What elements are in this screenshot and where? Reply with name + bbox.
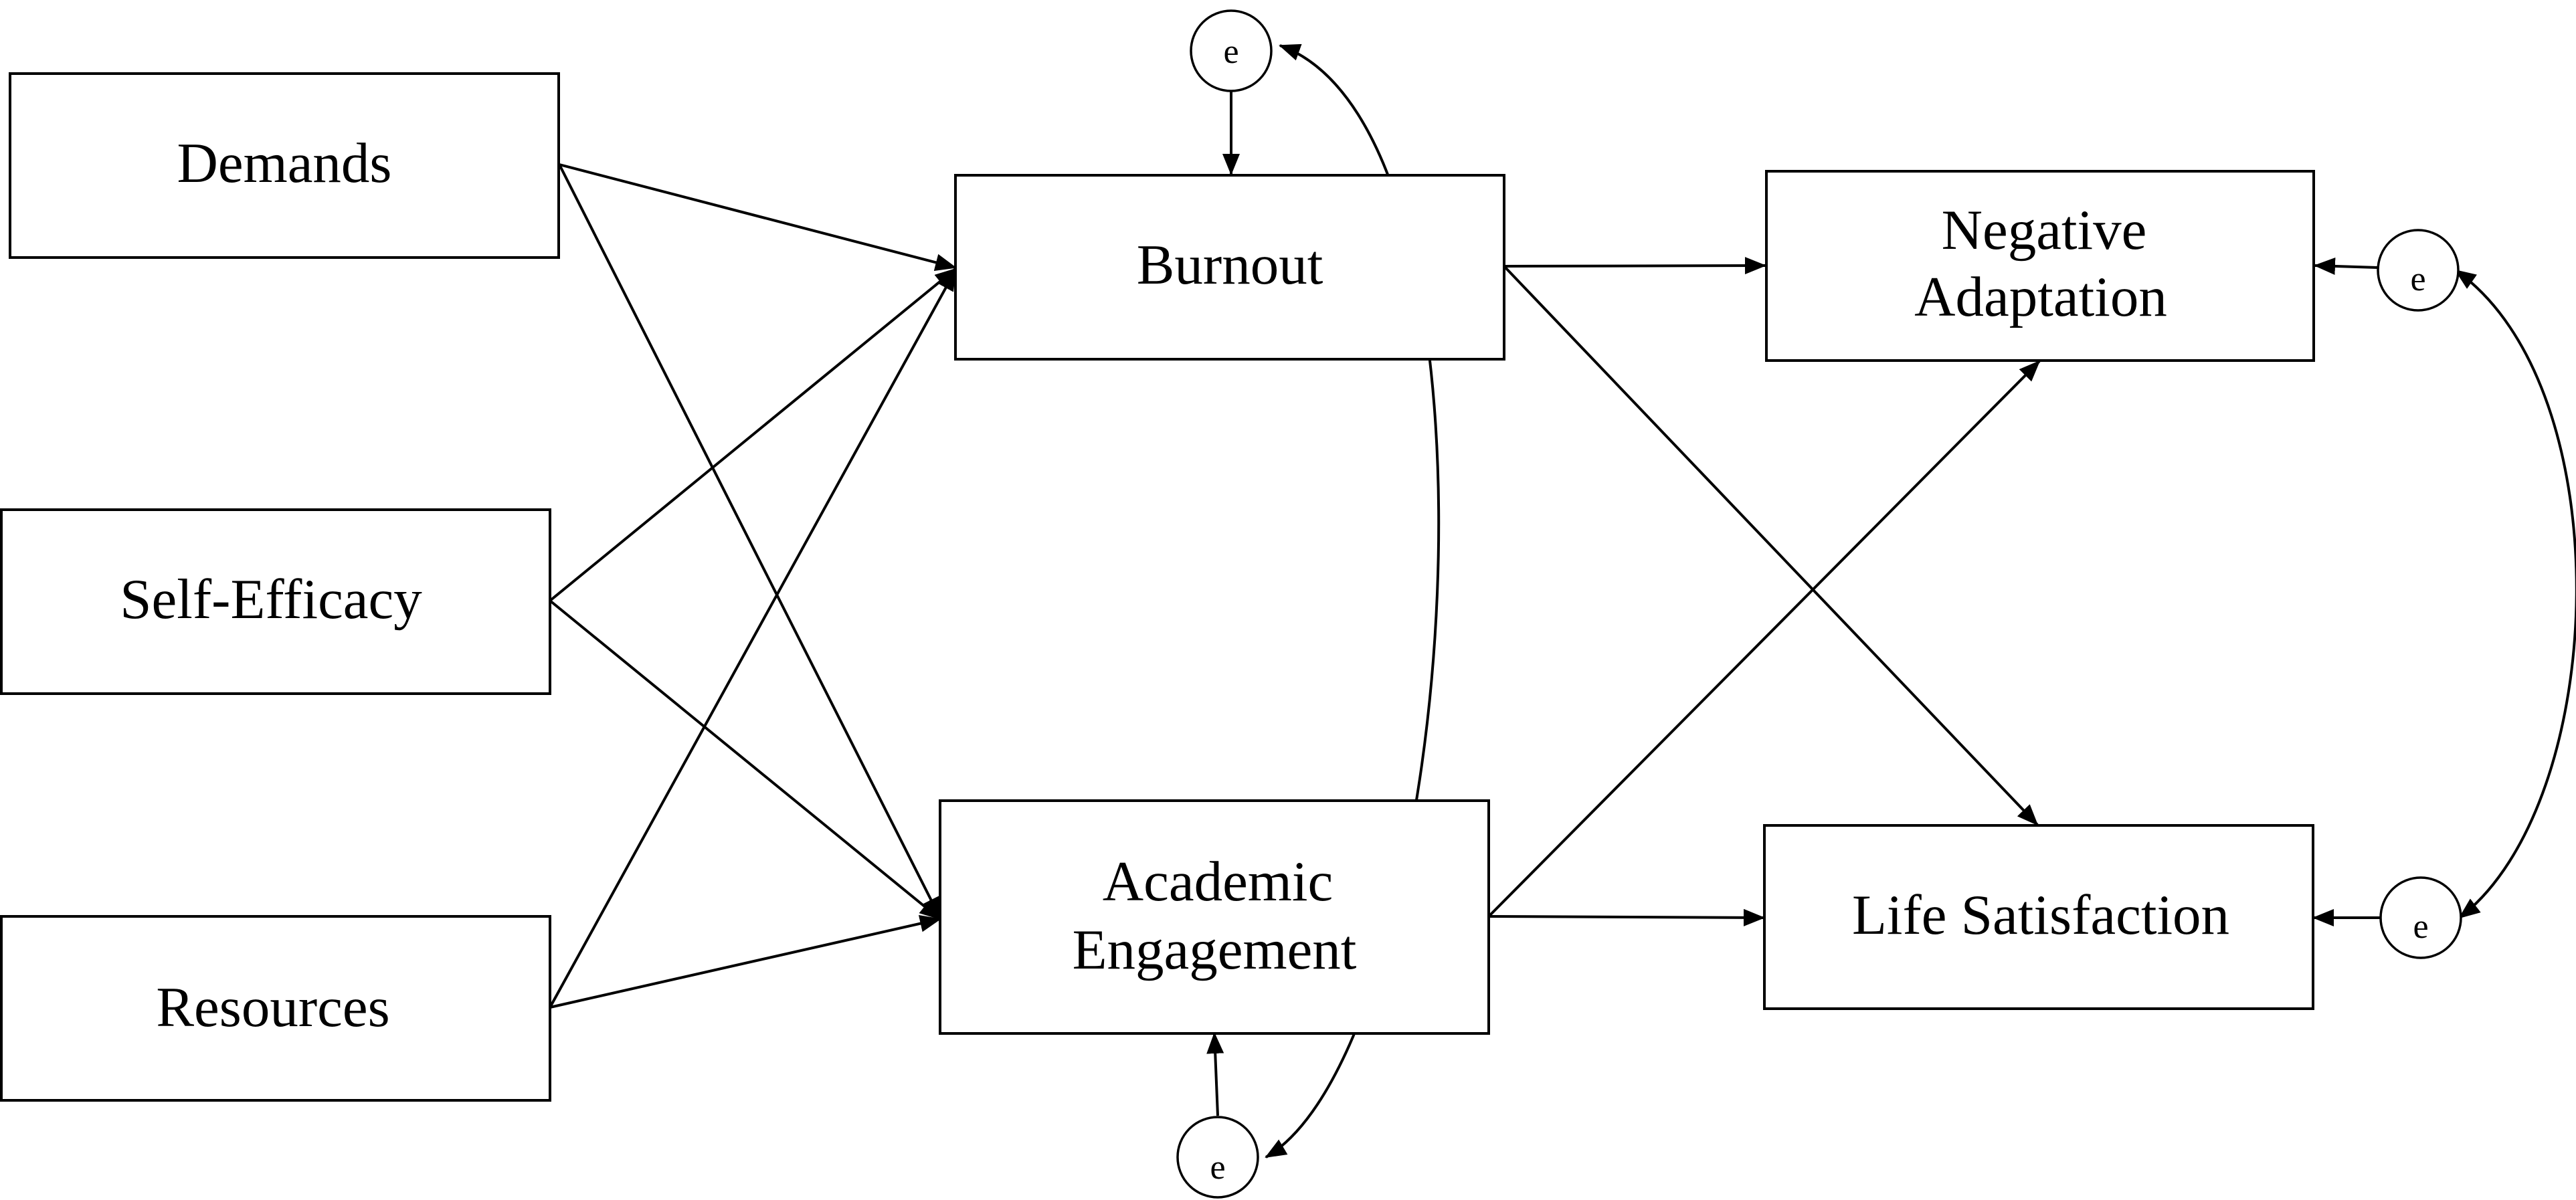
path-selfefficacy-burnout — [549, 268, 957, 602]
error-term-negative-adaptation: e — [2377, 229, 2460, 312]
node-burnout-label: Burnout — [1137, 233, 1323, 296]
node-resources-label: Resources — [156, 976, 389, 1039]
node-negative-adaptation: Negative Adaptation — [1765, 170, 2315, 362]
error-term-burnout-label: e — [1223, 33, 1238, 71]
path-error-negadapt — [2314, 257, 2378, 275]
error-term-life-satisfaction-label: e — [2413, 908, 2428, 946]
path-demands-engagement — [558, 164, 941, 919]
path-error-engagement — [1206, 1032, 1224, 1116]
node-self-efficacy: Self-Efficacy — [0, 508, 551, 695]
covariance-negadapt-lifesat — [2454, 269, 2576, 919]
error-term-engagement-label: e — [1210, 1148, 1225, 1187]
node-resources: Resources — [0, 915, 551, 1102]
covariance-burnout-engagement — [1265, 44, 1441, 1159]
path-burnout-lifesat — [1503, 265, 2039, 826]
path-engagement-negadapt — [1487, 360, 2041, 918]
node-negative-adaptation-line2: Adaptation — [1914, 266, 2167, 328]
path-demands-burnout — [559, 163, 957, 272]
node-life-satisfaction: Life Satisfaction — [1763, 824, 2314, 1010]
node-demands-label: Demands — [177, 132, 391, 195]
node-self-efficacy-label: Self-Efficacy — [120, 568, 422, 631]
node-academic-engagement-line1: Academic — [1103, 850, 1333, 913]
error-term-engagement: e — [1176, 1116, 1259, 1199]
node-negative-adaptation-line1: Negative — [1942, 199, 2147, 262]
path-resources-burnout — [549, 269, 957, 1008]
path-engagement-lifesat — [1488, 908, 1765, 926]
error-term-negative-adaptation-label: e — [2410, 260, 2425, 298]
node-academic-engagement-line2: Engagement — [1073, 918, 1357, 981]
error-term-burnout: e — [1190, 9, 1273, 92]
node-burnout: Burnout — [954, 174, 1505, 361]
path-resources-engagement — [549, 914, 941, 1009]
node-life-satisfaction-label: Life Satisfaction — [1852, 884, 2229, 946]
node-academic-engagement: Academic Engagement — [939, 799, 1490, 1035]
path-selfefficacy-engagement — [549, 599, 941, 920]
node-demands: Demands — [9, 72, 560, 259]
error-term-life-satisfaction: e — [2379, 876, 2462, 959]
